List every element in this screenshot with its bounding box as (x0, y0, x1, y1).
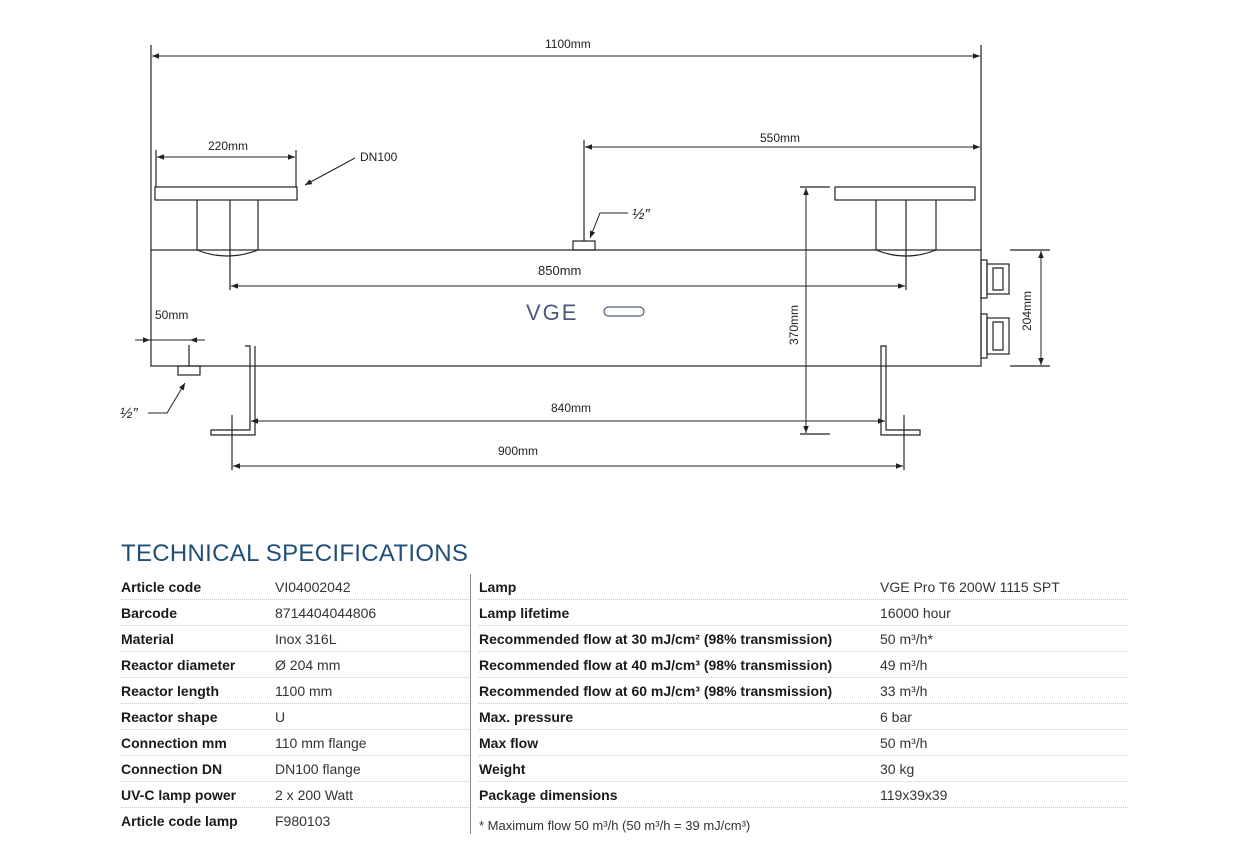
spec-value: 119x39x39 (880, 786, 948, 803)
label-port-bottom: ½” (120, 405, 139, 422)
left-pipe (196, 200, 259, 250)
table-row: Material Inox 316L (121, 626, 469, 652)
table-row: Weight 30 kg (479, 756, 1128, 782)
table-row: Lamp VGE Pro T6 200W 1115 SPT (479, 574, 1128, 600)
table-row: Max flow 50 m³/h (479, 730, 1128, 756)
table-row: Reactor diameter Ø 204 mm (121, 652, 469, 678)
specs-left-column: Article code VI04002042 Barcode 8714404044… (121, 574, 469, 834)
label-feet-inner: 840mm (551, 401, 591, 415)
spec-label: Lamp lifetime (479, 604, 570, 621)
table-row: Reactor shape U (121, 704, 469, 730)
table-row: UV-C lamp power 2 x 200 Watt (121, 782, 469, 808)
table-row: Recommended flow at 60 mJ/cm³ (98% trans… (479, 678, 1128, 704)
table-row: Barcode 8714404044806 (121, 600, 469, 626)
right-foot (880, 345, 921, 436)
table-row: Connection mm 110 mm flange (121, 730, 469, 756)
spec-label: Material (121, 630, 174, 647)
spec-value: 1100 mm (275, 682, 333, 699)
technical-drawing: 1100mm 220mm DN100 550mm ½” 850mm 50mm ½… (120, 37, 1050, 470)
table-row: Article code lamp F980103 (121, 808, 469, 834)
left-flange (154, 186, 298, 201)
spec-value: 6 bar (880, 708, 912, 725)
table-row: Max. pressure 6 bar (479, 704, 1128, 730)
spec-value: F980103 (275, 813, 331, 829)
spec-value: Inox 316L (275, 630, 337, 647)
end-connector-bottom (986, 317, 1010, 355)
spec-value: 50 m³/h (880, 734, 928, 751)
label-height: 370mm (787, 305, 801, 345)
spec-value: 50 m³/h* (880, 630, 933, 647)
label-offset: 50mm (155, 308, 188, 322)
table-row: Reactor length 1100 mm (121, 678, 469, 704)
spec-value: 33 m³/h (880, 682, 928, 699)
spec-label: Barcode (121, 604, 178, 621)
svg-text:VGE: VGE (526, 300, 578, 325)
spec-label: UV-C lamp power (121, 786, 237, 803)
spec-label: Recommended flow at 30 mJ/cm² (98% trans… (479, 630, 833, 647)
table-row: Package dimensions 119x39x39 (479, 782, 1128, 808)
label-flange-type: DN100 (360, 150, 398, 164)
spec-label: Reactor length (121, 682, 220, 699)
spec-label: Article code lamp (121, 813, 238, 829)
bottom-port (177, 365, 201, 376)
label-inner-length: 850mm (538, 263, 581, 278)
reactor-body (150, 249, 982, 367)
spec-value: DN100 flange (275, 760, 361, 777)
label-port-top: ½” (632, 206, 651, 223)
spec-label: Connection DN (121, 760, 223, 777)
spec-label: Max. pressure (479, 708, 574, 725)
spec-value: VGE Pro T6 200W 1115 SPT (880, 578, 1060, 595)
spec-value: 49 m³/h (880, 656, 928, 673)
specs-right-column: Lamp VGE Pro T6 200W 1115 SPT Lamp lifeti… (479, 574, 1128, 808)
table-row: Connection DN DN100 flange (121, 756, 469, 782)
spec-label: Reactor diameter (121, 656, 236, 673)
top-port (572, 240, 596, 251)
spec-value: VI04002042 (275, 578, 351, 595)
spec-label: Connection mm (121, 734, 227, 751)
spec-label: Weight (479, 760, 526, 777)
table-row: Article code VI04002042 (121, 574, 469, 600)
left-foot (210, 345, 256, 436)
spec-value: 2 x 200 Watt (275, 786, 354, 803)
spec-value: 30 kg (880, 760, 915, 777)
label-feet-outer: 900mm (498, 444, 538, 458)
spec-value: U (275, 708, 286, 725)
spec-label: Article code (121, 578, 202, 595)
right-flange (834, 186, 976, 201)
spec-label: Recommended flow at 40 mJ/cm³ (98% trans… (479, 656, 833, 673)
footnote: * Maximum flow 50 m³/h (50 m³/h = 39 mJ/… (479, 818, 751, 833)
specs-title: TECHNICAL SPECIFICATIONS (121, 540, 469, 567)
end-connector-top (986, 263, 1010, 295)
label-flange-width: 220mm (208, 139, 248, 153)
spec-value: Ø 204 mm (275, 656, 341, 673)
spec-value: 110 mm flange (275, 734, 367, 751)
vge-logo: VGE (526, 300, 645, 325)
label-half-length: 550mm (760, 131, 800, 145)
column-divider (470, 574, 471, 834)
label-diameter: 204mm (1020, 291, 1034, 331)
label-overall-length: 1100mm (545, 37, 591, 51)
spec-label: Reactor shape (121, 708, 218, 725)
spec-value: 16000 hour (880, 604, 951, 621)
table-row: Recommended flow at 30 mJ/cm² (98% trans… (479, 626, 1128, 652)
spec-label: Lamp (479, 578, 517, 595)
spec-value: 8714404044806 (275, 604, 377, 621)
spec-label: Recommended flow at 60 mJ/cm³ (98% trans… (479, 682, 833, 699)
right-pipe (875, 200, 937, 250)
spec-label: Max flow (479, 734, 539, 751)
table-row: Lamp lifetime 16000 hour (479, 600, 1128, 626)
table-row: Recommended flow at 40 mJ/cm³ (98% trans… (479, 652, 1128, 678)
spec-label: Package dimensions (479, 786, 618, 803)
